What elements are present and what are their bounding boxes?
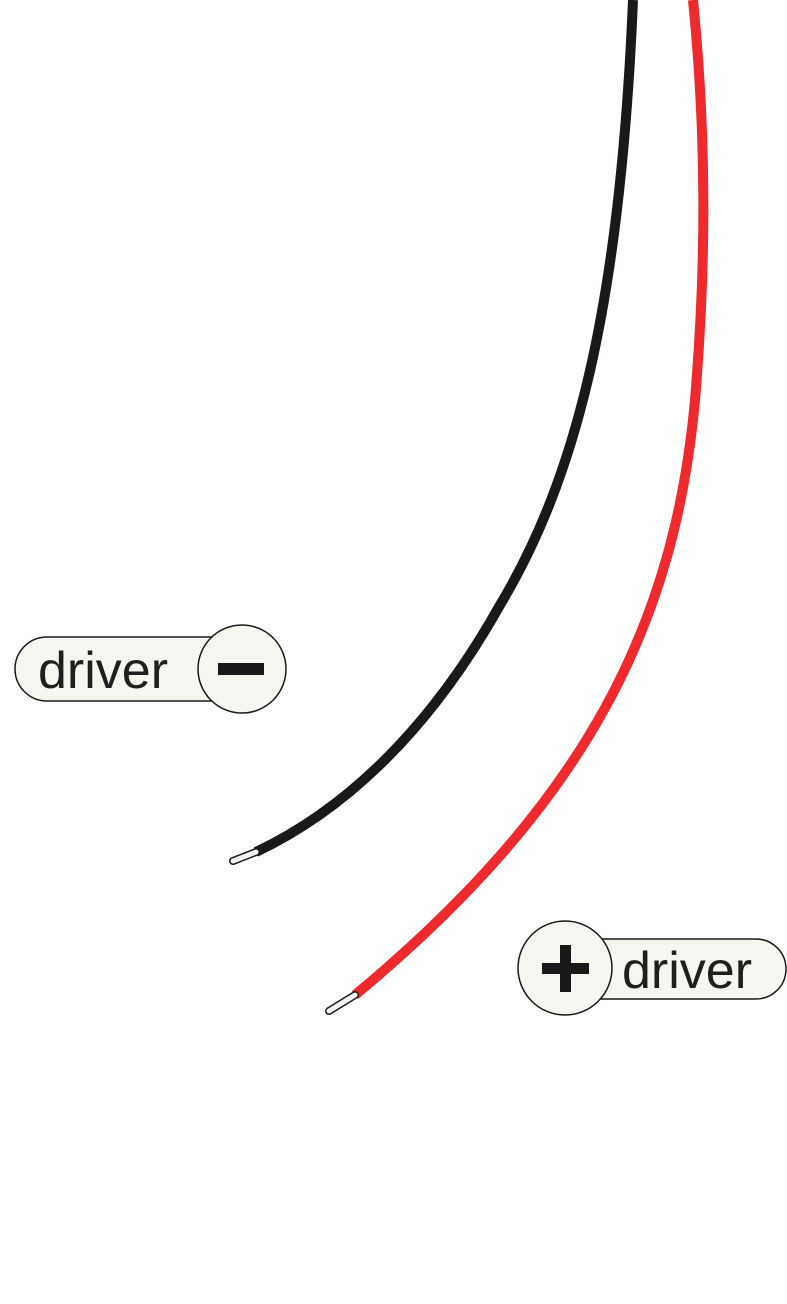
positive-wire (325, 0, 709, 1015)
negative-driver-label: driver (14, 624, 287, 714)
negative-wire (229, 0, 638, 865)
positive-wire-body (351, 0, 709, 999)
negative-wire-body (253, 0, 638, 857)
negative-label-text: driver (38, 642, 168, 700)
positive-driver-label: driver (517, 920, 787, 1016)
minus-icon (218, 663, 264, 675)
plus-icon (542, 945, 589, 992)
positive-label-text: driver (622, 942, 752, 1000)
